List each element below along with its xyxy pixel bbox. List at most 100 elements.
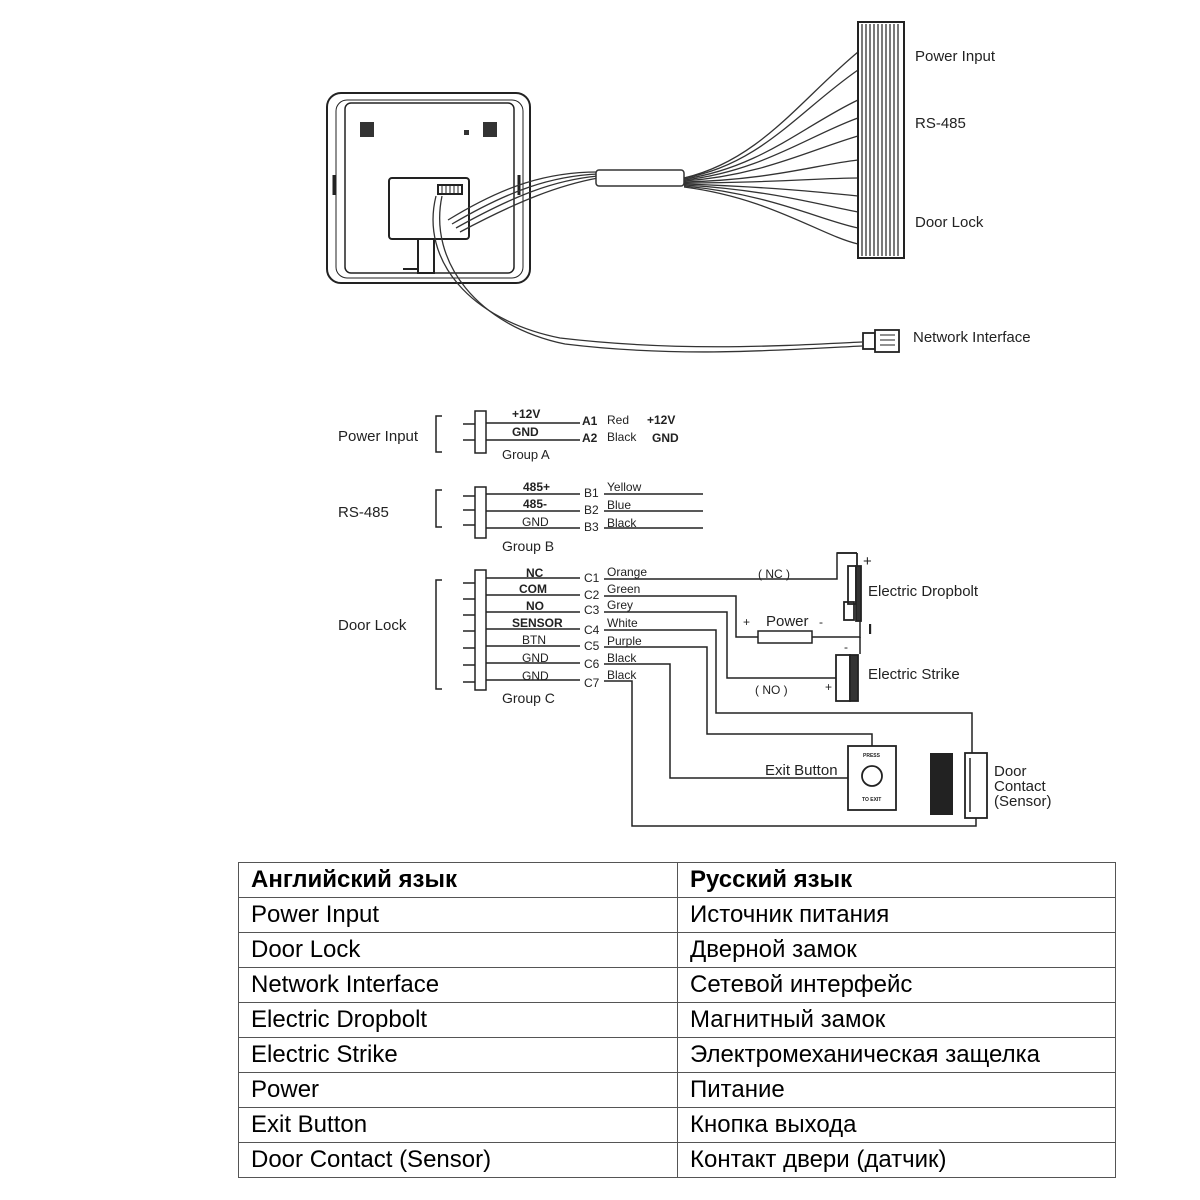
pin-c7-id: C7: [584, 676, 600, 690]
pin-a2-name: GND: [512, 425, 539, 439]
door-contact-line2: Contact: [994, 778, 1047, 795]
pin-a2-color: Black: [607, 430, 637, 444]
label-rs485: RS-485: [915, 115, 966, 132]
pin-b3-name: GND: [522, 515, 549, 529]
group-a-name: Group A: [502, 447, 550, 462]
pin-b1-id: B1: [584, 486, 599, 500]
pin-c5-name: BTN: [522, 633, 546, 647]
exit-button-label: Exit Button: [765, 762, 838, 779]
pin-b1-name: 485+: [523, 480, 550, 494]
pin-a2-id: A2: [582, 431, 598, 445]
label-network-interface: Network Interface: [913, 329, 1031, 346]
pin-c7-color: Black: [607, 668, 637, 682]
pin-b2-id: B2: [584, 503, 599, 517]
pin-c1-color: Orange: [607, 565, 647, 579]
door-contact-line3: (Sensor): [994, 793, 1052, 810]
strike-plus: +: [825, 680, 832, 694]
nc-label: ( NC ): [758, 567, 790, 581]
label-door-lock: Door Lock: [915, 214, 984, 231]
group-c-connector: [435, 569, 580, 691]
pin-c5-color: Purple: [607, 634, 642, 648]
table-cell-russian: Источник питания: [677, 897, 1116, 933]
group-a-connector: [435, 410, 580, 454]
dropbolt-device: [837, 552, 862, 622]
rj45-icon: [862, 329, 900, 353]
group-c-label: Door Lock: [338, 617, 407, 634]
pin-c2-id: C2: [584, 588, 600, 602]
table-cell-english: Electric Dropbolt: [238, 1002, 678, 1038]
pin-b1-color: Yellow: [607, 480, 642, 494]
table-cell-english: Door Contact (Sensor): [238, 1142, 678, 1178]
pin-a1-id: A1: [582, 414, 598, 428]
table-cell-english: Electric Strike: [238, 1037, 678, 1073]
pin-b2-name: 485-: [523, 497, 547, 511]
pin-a1-target: +12V: [647, 413, 675, 427]
pin-c3-name: NO: [526, 599, 544, 613]
table-cell-english: Power: [238, 1072, 678, 1108]
pin-a1-color: Red: [607, 413, 629, 427]
pin-c1-id: C1: [584, 571, 600, 585]
pin-c2-name: COM: [519, 582, 547, 596]
table-cell-english: Network Interface: [238, 967, 678, 1003]
table-cell-russian: Контакт двери (датчик): [677, 1142, 1116, 1178]
table-cell-english: Power Input: [238, 897, 678, 933]
power-minus: -: [819, 615, 823, 629]
table-cell-english: Exit Button: [238, 1107, 678, 1143]
pin-b3-color: Black: [607, 516, 637, 530]
no-label: ( NO ): [755, 683, 788, 697]
group-c-wires: [604, 552, 977, 827]
door-contact-device: [930, 752, 988, 819]
strike-label: Electric Strike: [868, 666, 960, 683]
pin-a2-target: GND: [652, 431, 679, 445]
pin-b3-id: B3: [584, 520, 599, 534]
power-label: Power: [766, 613, 809, 630]
exit-button-to-exit: TO EXIT: [862, 797, 881, 803]
device-back-view: [326, 92, 531, 284]
strike-minus: -: [844, 640, 848, 654]
table-header-english: Английский язык: [238, 862, 678, 898]
table-cell-russian: Питание: [677, 1072, 1116, 1108]
table-row: Door Contact (Sensor)Контакт двери (датч…: [238, 1142, 1116, 1178]
group-b-connector: [435, 486, 703, 539]
pin-c4-name: SENSOR: [512, 616, 563, 630]
door-contact-line1: Door: [994, 763, 1027, 780]
pin-c1-name: NC: [526, 566, 544, 580]
table-cell-russian: Кнопка выхода: [677, 1107, 1116, 1143]
table-header-russian: Русский язык: [677, 862, 1116, 898]
pin-c4-color: White: [607, 616, 638, 630]
dropbolt-label: Electric Dropbolt: [868, 583, 979, 600]
dropbolt-plus: +: [863, 553, 872, 570]
pin-a1-name: +12V: [512, 407, 540, 421]
pin-c5-id: C5: [584, 639, 600, 653]
pin-c6-color: Black: [607, 651, 637, 665]
pin-b2-color: Blue: [607, 498, 631, 512]
table-cell-russian: Электромеханическая защелка: [677, 1037, 1116, 1073]
pin-c3-id: C3: [584, 603, 600, 617]
group-c-name: Group C: [502, 690, 555, 706]
pin-c6-id: C6: [584, 657, 600, 671]
exit-button-press: PRESS: [863, 753, 881, 759]
group-a-label: Power Input: [338, 428, 419, 445]
pin-c4-id: C4: [584, 623, 600, 637]
wiring-diagram: Power Input RS-485 Door Lock Network Int…: [326, 21, 1052, 827]
pin-c2-color: Green: [607, 582, 640, 596]
dropbolt-minus: I: [868, 621, 872, 638]
label-power-input: Power Input: [915, 48, 996, 65]
table-cell-english: Door Lock: [238, 932, 678, 968]
exit-button-device: [847, 745, 897, 811]
strike-device: [835, 654, 859, 702]
translation-table: Английский язык Русский язык Power Input…: [238, 862, 1116, 1178]
group-b-name: Group B: [502, 538, 554, 554]
terminal-block: [857, 21, 905, 259]
cable-bundle: [447, 51, 859, 245]
pin-c6-name: GND: [522, 651, 549, 665]
pin-c3-color: Grey: [607, 598, 633, 612]
power-plus: +: [743, 615, 750, 629]
pin-c7-name: GND: [522, 669, 549, 683]
